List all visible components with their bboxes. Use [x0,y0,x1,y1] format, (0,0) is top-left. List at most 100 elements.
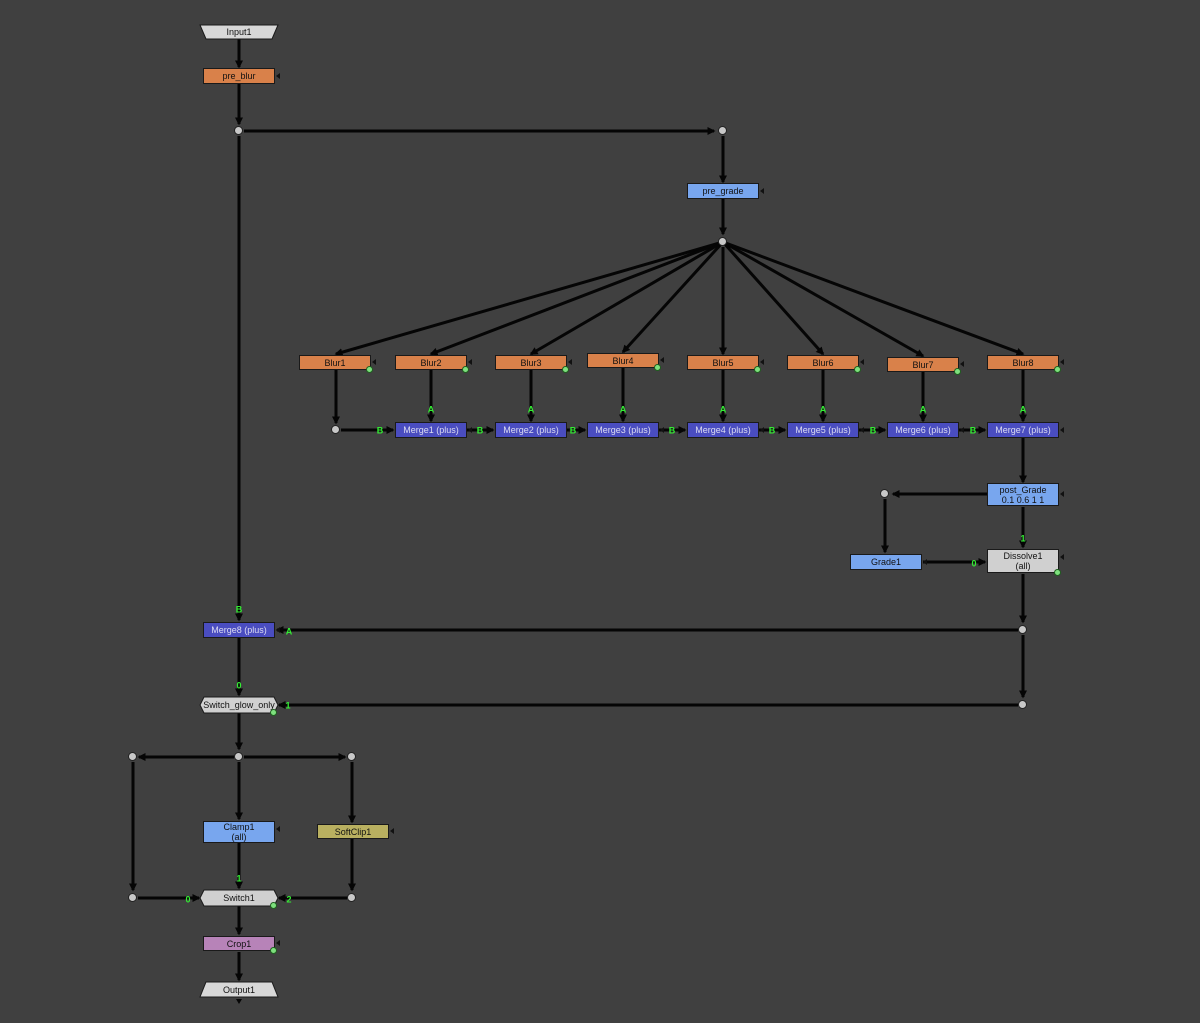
blur1-side-input[interactable] [372,359,376,365]
blur6-mask-indicator [854,366,861,373]
merge7-input-a: A [1019,404,1027,415]
merge6-input-b: B [869,425,877,436]
merge4-input-a: A [719,404,727,415]
blur8-side-input[interactable] [1060,359,1064,365]
dot-left-branch-bottom[interactable] [128,893,137,902]
node-label: Blur8 [1012,357,1034,368]
blur7-side-input[interactable] [960,361,964,367]
post-grade-side-input[interactable] [1060,491,1064,497]
merge5-input-b: B [768,425,776,436]
edge-fan-blur8 [722,240,1025,356]
dot-after-pregrade[interactable] [718,237,727,246]
blur5-node[interactable]: Blur5 [687,355,759,370]
pre-grade-side-input[interactable] [760,188,764,194]
node-label: Merge7 (plus) [995,425,1051,435]
blur6-side-input[interactable] [860,359,864,365]
merge3-node[interactable]: Merge3 (plus) [587,422,659,438]
blur5-side-input[interactable] [760,359,764,365]
crop1-side-input[interactable] [276,940,280,946]
merge2-input-a: A [527,404,535,415]
dissolve1-side-input[interactable] [1060,554,1064,560]
dot-blur1-out[interactable] [331,425,340,434]
merge7-side-input[interactable] [1060,427,1064,433]
output1-shape[interactable] [199,981,279,998]
dot-switchglow-out[interactable] [234,752,243,761]
dot-left-branch[interactable] [128,752,137,761]
blur3-node[interactable]: Blur3 [495,355,567,370]
clamp1-side-input[interactable] [276,826,280,832]
blur4-side-input[interactable] [660,357,664,363]
dot-post-grade-branch[interactable] [880,489,889,498]
switch1-mask-indicator [270,902,277,909]
switch-glow-mask-indicator [270,709,277,716]
blur6-node[interactable]: Blur6 [787,355,859,370]
merge7-input-b: B [969,425,977,436]
merge6-node[interactable]: Merge6 (plus) [887,422,959,438]
blur1-node[interactable]: Blur1 [299,355,371,370]
node-label: Blur3 [520,357,542,368]
merge1-input-b: B [376,425,384,436]
merge4-input-b: B [668,425,676,436]
grade1-side-input[interactable] [923,559,927,565]
blur2-side-input[interactable] [468,359,472,365]
switch1-node[interactable]: Switch1 [200,890,278,906]
merge6-side-input[interactable] [960,427,964,433]
merge3-side-input[interactable] [660,427,664,433]
node-label: Merge4 (plus) [695,425,751,435]
blur4-node[interactable]: Blur4 [587,353,659,368]
input1-shape[interactable] [199,24,279,40]
blur8-node[interactable]: Blur8 [987,355,1059,370]
node-label: pre_blur [222,71,256,81]
node-label: Grade1 [870,557,902,567]
pre-blur-side-input[interactable] [276,73,280,79]
merge5-node[interactable]: Merge5 (plus) [787,422,859,438]
dot-dissolve-out[interactable] [1018,625,1027,634]
input1-node[interactable]: Input1 [200,25,278,39]
merge3-input-a: A [619,404,627,415]
merge4-node[interactable]: Merge4 (plus) [687,422,759,438]
merge1-input-a: A [427,404,435,415]
blur7-node[interactable]: Blur7 [887,357,959,372]
node-label: Blur4 [612,355,634,366]
node-label: Input1 [226,27,252,37]
blur5-mask-indicator [754,366,761,373]
node-sublabel: (all) [1015,561,1031,571]
node-label: Dissolve1 [1003,551,1043,561]
post-grade-node[interactable]: post_Grade 0.1 0.6 1 1 [987,483,1059,506]
merge7-node[interactable]: Merge7 (plus) [987,422,1059,438]
node-label: Merge6 (plus) [895,425,951,435]
pre-blur-node[interactable]: pre_blur [203,68,275,84]
dot-dissolve-out-2[interactable] [1018,700,1027,709]
merge1-side-input[interactable] [468,427,472,433]
dot-before-pregrade[interactable] [718,126,727,135]
dot-right-branch[interactable] [347,752,356,761]
dot-after-preblur[interactable] [234,126,243,135]
merge2-input-b: B [476,425,484,436]
grade1-node[interactable]: Grade1 [850,554,922,570]
clamp1-node[interactable]: Clamp1 (all) [203,821,275,843]
merge1-node[interactable]: Merge1 (plus) [395,422,467,438]
merge2-node[interactable]: Merge2 (plus) [495,422,567,438]
node-label: post_Grade [999,484,1047,495]
switch-glow-input-0: 0 [236,680,242,691]
merge5-side-input[interactable] [860,427,864,433]
blur2-mask-indicator [462,366,469,373]
dissolve1-node[interactable]: Dissolve1 (all) [987,549,1059,573]
merge8-side-input[interactable] [276,627,280,633]
dot-softclip-out[interactable] [347,893,356,902]
dissolve1-input-1: 1 [1020,533,1026,544]
node-label: Switch_glow_only [203,700,275,710]
softclip1-node[interactable]: SoftClip1 [317,824,389,839]
merge2-side-input[interactable] [568,427,572,433]
pre-grade-node[interactable]: pre_grade [687,183,759,199]
blur2-node[interactable]: Blur2 [395,355,467,370]
merge4-side-input[interactable] [760,427,764,433]
blur3-side-input[interactable] [568,359,572,365]
switch-glow-only-node[interactable]: Switch_glow_only [200,697,278,713]
softclip1-side-input[interactable] [390,828,394,834]
crop1-node[interactable]: Crop1 [203,936,275,951]
merge8-node[interactable]: Merge8 (plus) [203,622,275,638]
node-label: Merge8 (plus) [211,625,267,635]
output1-node[interactable]: Output1 [200,983,278,997]
